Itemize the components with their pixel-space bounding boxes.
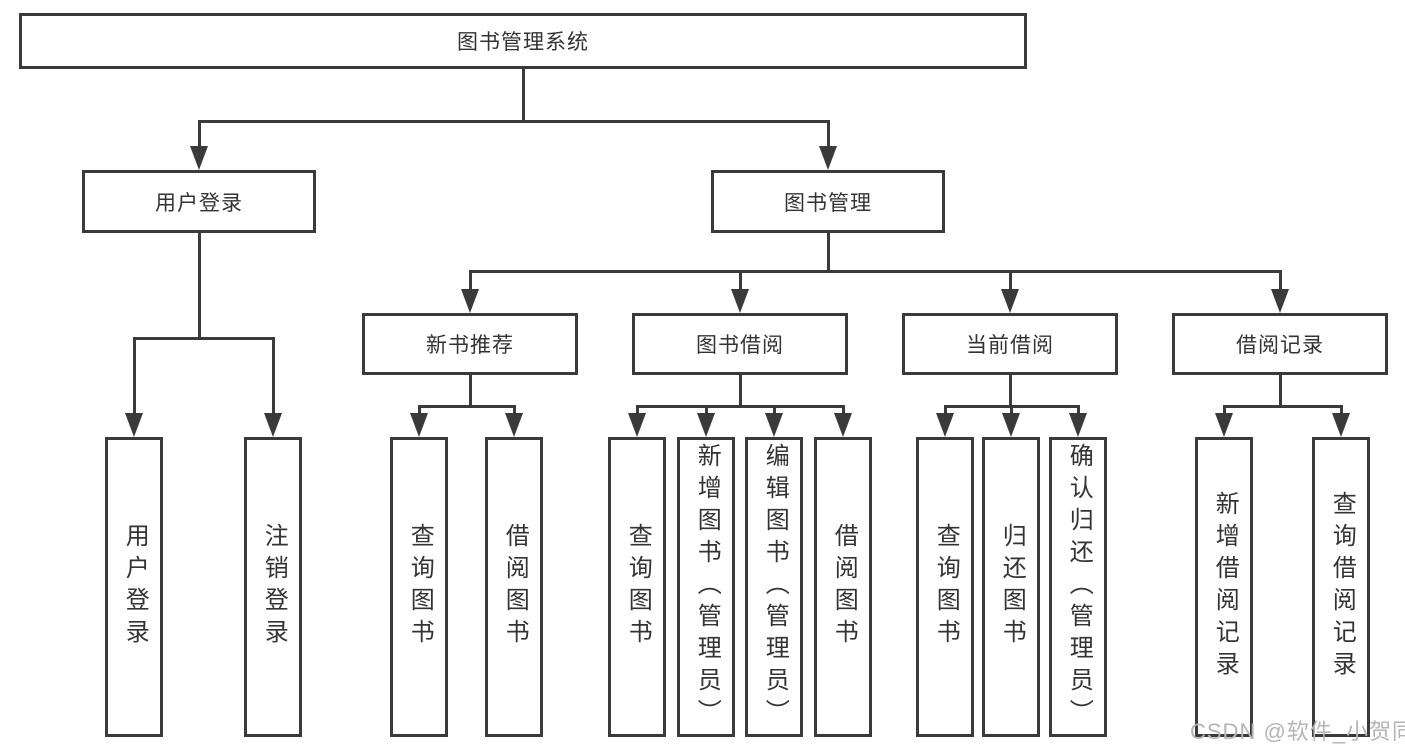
connector-vline — [705, 405, 708, 414]
node-book-borrow-label: 图书借阅 — [696, 334, 784, 357]
leaf-query-books-2: 查询图书 — [608, 437, 666, 737]
leaf-return-book-label: 归还图书 — [998, 523, 1026, 651]
arrowhead-down-icon — [264, 413, 282, 437]
connector-vline — [636, 405, 639, 414]
node-book-management: 图书管理 — [711, 170, 945, 233]
node-root-label: 图书管理系统 — [457, 31, 589, 54]
connector-vline — [944, 405, 947, 414]
connector-vline — [842, 405, 845, 414]
arrowhead-down-icon — [697, 413, 715, 437]
arrowhead-down-icon — [1002, 413, 1020, 437]
connector-vline — [1009, 375, 1012, 408]
connector-vline — [513, 405, 516, 414]
watermark: CSDN @软件_小贺同学 — [1190, 719, 1405, 744]
leaf-add-book-admin: 新增图书（管理员） — [677, 437, 735, 737]
arrowhead-down-icon — [1215, 413, 1233, 437]
arrowhead-down-icon — [505, 413, 523, 437]
connector-vline — [1010, 405, 1013, 414]
connector-vline — [1340, 405, 1343, 414]
leaf-borrow-books-2-label: 借阅图书 — [830, 523, 858, 651]
connector-vline — [469, 270, 472, 291]
leaf-query-borrow-record: 查询借阅记录 — [1312, 437, 1370, 737]
connector-vline — [1009, 270, 1012, 291]
leaf-query-books-2-label: 查询图书 — [624, 523, 652, 651]
arrowhead-down-icon — [628, 413, 646, 437]
node-book-management-label: 图书管理 — [784, 191, 872, 215]
connector-hline — [469, 270, 1282, 273]
arrowhead-down-icon — [834, 413, 852, 437]
connector-vline — [1279, 375, 1282, 408]
node-current-borrow: 当前借阅 — [902, 313, 1118, 375]
node-new-book-recommend: 新书推荐 — [362, 313, 578, 375]
node-new-book-recommend-label: 新书推荐 — [426, 334, 514, 357]
node-borrow-records: 借阅记录 — [1172, 313, 1388, 375]
connector-vline — [522, 69, 525, 123]
node-user-login-label: 用户登录 — [155, 191, 243, 215]
leaf-confirm-return-admin-label: 确认归还（管理员） — [1065, 443, 1093, 731]
leaf-query-books-1-label: 查询图书 — [406, 523, 434, 651]
leaf-logout-label: 注销登录 — [260, 523, 288, 651]
leaf-edit-book-admin: 编辑图书（管理员） — [745, 437, 803, 737]
arrowhead-down-icon — [819, 146, 837, 170]
connector-hline — [198, 120, 830, 123]
connector-vline — [133, 337, 136, 414]
node-borrow-records-label: 借阅记录 — [1236, 334, 1324, 357]
connector-vline — [739, 375, 742, 408]
arrowhead-down-icon — [1001, 289, 1019, 313]
connector-vline — [1077, 405, 1080, 414]
leaf-add-borrow-record-label: 新增借阅记录 — [1211, 491, 1239, 683]
connector-hline — [1223, 405, 1343, 408]
node-user-login: 用户登录 — [82, 170, 316, 233]
connector-vline — [469, 375, 472, 408]
leaf-edit-book-admin-label: 编辑图书（管理员） — [761, 443, 789, 731]
arrowhead-down-icon — [1069, 413, 1087, 437]
connector-vline — [272, 337, 275, 414]
arrowhead-down-icon — [461, 289, 479, 313]
connector-vline — [827, 120, 830, 147]
node-root: 图书管理系统 — [19, 13, 1027, 69]
connector-vline — [198, 233, 201, 340]
leaf-add-borrow-record: 新增借阅记录 — [1195, 437, 1253, 737]
connector-hline — [418, 405, 516, 408]
leaf-logout: 注销登录 — [244, 437, 302, 737]
node-current-borrow-label: 当前借阅 — [966, 334, 1054, 357]
connector-vline — [827, 233, 830, 273]
arrowhead-down-icon — [190, 146, 208, 170]
leaf-borrow-books-1-label: 借阅图书 — [501, 523, 529, 651]
leaf-borrow-books-1: 借阅图书 — [485, 437, 543, 737]
connector-vline — [198, 120, 201, 147]
node-book-borrow: 图书借阅 — [632, 313, 848, 375]
connector-hline — [133, 337, 275, 340]
connector-vline — [773, 405, 776, 414]
leaf-add-book-admin-label: 新增图书（管理员） — [693, 443, 721, 731]
arrowhead-down-icon — [1332, 413, 1350, 437]
arrowhead-down-icon — [125, 413, 143, 437]
leaf-return-book: 归还图书 — [982, 437, 1040, 737]
arrowhead-down-icon — [765, 413, 783, 437]
leaf-user-login: 用户登录 — [105, 437, 163, 737]
leaf-confirm-return-admin: 确认归还（管理员） — [1049, 437, 1107, 737]
leaf-query-books-1: 查询图书 — [390, 437, 448, 737]
leaf-query-borrow-record-label: 查询借阅记录 — [1328, 491, 1356, 683]
leaf-user-login-label: 用户登录 — [121, 523, 149, 651]
leaf-borrow-books-2: 借阅图书 — [814, 437, 872, 737]
leaf-query-books-3-label: 查询图书 — [932, 523, 960, 651]
leaf-query-books-3: 查询图书 — [916, 437, 974, 737]
connector-vline — [739, 270, 742, 291]
arrowhead-down-icon — [936, 413, 954, 437]
connector-vline — [418, 405, 421, 414]
connector-vline — [1223, 405, 1226, 414]
arrowhead-down-icon — [410, 413, 428, 437]
connector-vline — [1279, 270, 1282, 291]
connector-hline — [636, 405, 845, 408]
arrowhead-down-icon — [1271, 289, 1289, 313]
arrowhead-down-icon — [731, 289, 749, 313]
